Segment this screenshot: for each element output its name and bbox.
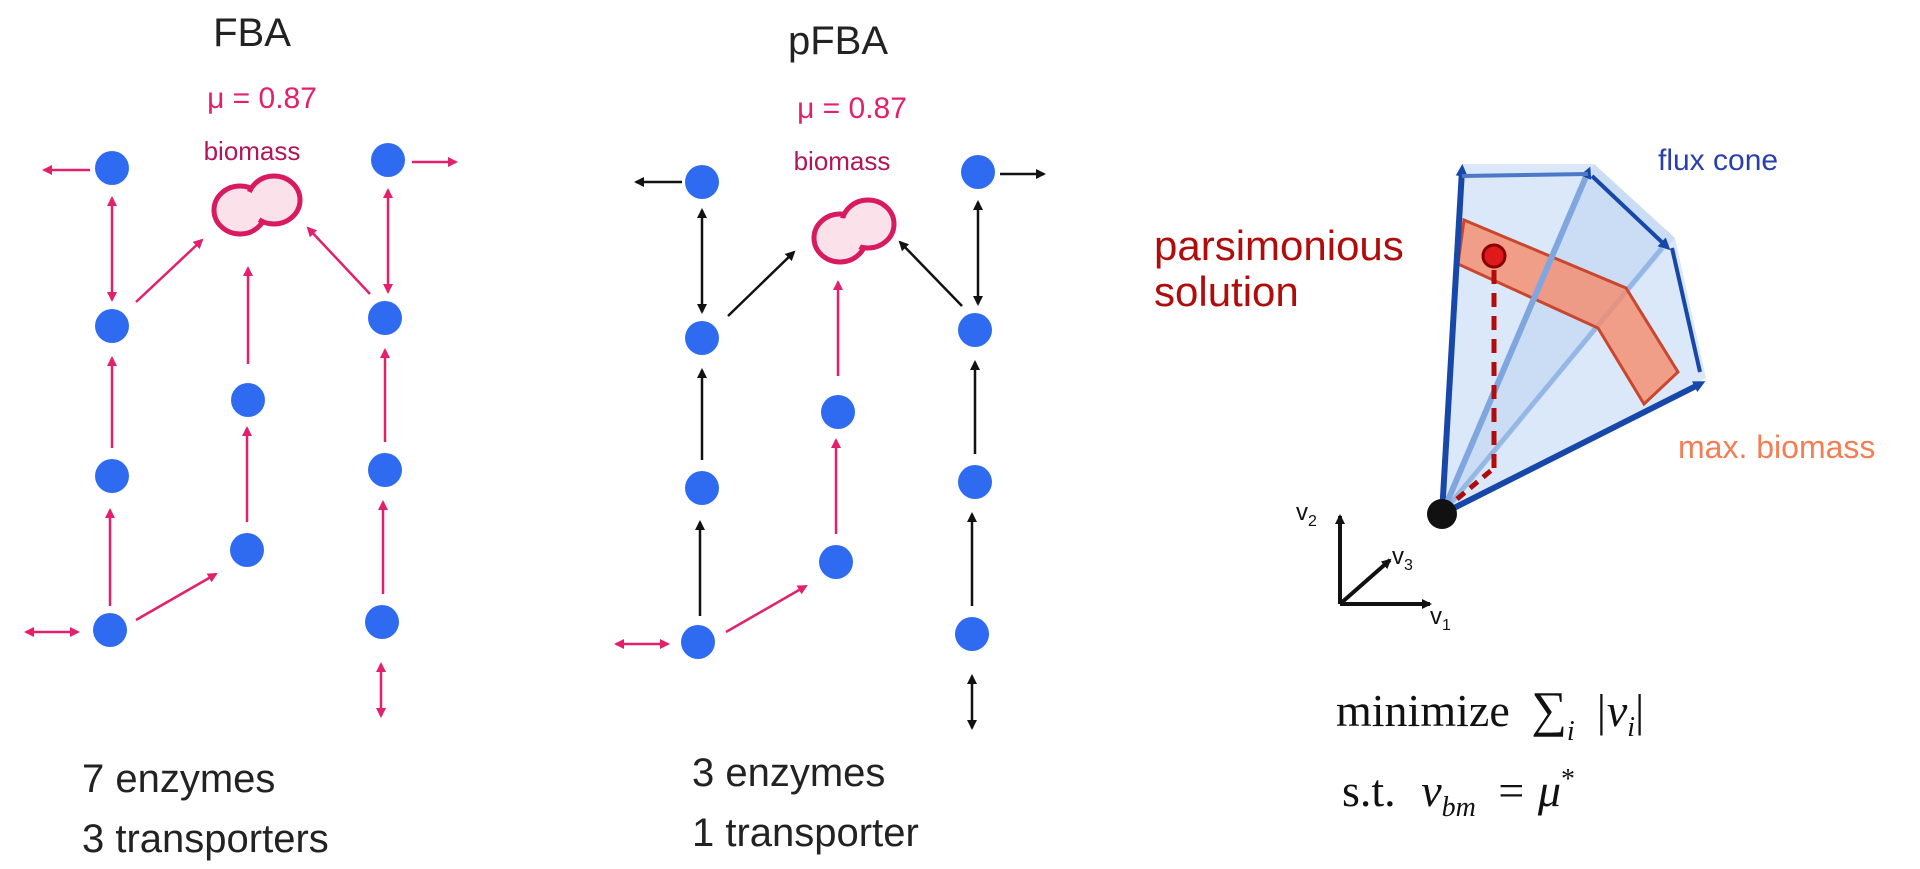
flux-cone-panel: flux cone parsimonious solution max. bio… (1154, 144, 1875, 826)
fba-panel: FBA μ = 0.87 biomass (24, 11, 458, 861)
flux-cone-face-back (1442, 164, 1675, 514)
pfba-to-biomass-right (898, 240, 963, 307)
fba-node-right-top (371, 143, 405, 177)
pfba-inactive-reactions (634, 169, 1046, 730)
flux-cone-label: flux cone (1658, 144, 1778, 177)
fba-growth-rate: μ = 0.87 (207, 82, 317, 115)
equation-line1: minimize ∑i |vi| (1336, 681, 1644, 750)
fba-biomass-label: biomass (204, 136, 301, 166)
fba-node-mid-bottom (230, 533, 264, 567)
pfba-node-mid-bottom (819, 545, 853, 579)
pfba-to-biomass-left (727, 250, 796, 317)
parsimonious-point (1481, 243, 1507, 269)
pfba-left-to-mid (725, 584, 808, 634)
flux-cone-edge-middle (1439, 166, 1592, 516)
axis-v2-label: v2 (1296, 499, 1317, 530)
pfba-title: pFBA (788, 19, 888, 63)
pfba-biomass-label: biomass (794, 146, 891, 176)
axis-gizmo (1335, 514, 1432, 609)
fba-node-left-bottom (93, 613, 127, 647)
fba-to-biomass-left (135, 238, 204, 303)
pfba-enzyme-count: 3 enzymes (692, 751, 885, 795)
pfba-node-mid-top (821, 395, 855, 429)
flux-cone-rim-right-upper (1590, 174, 1671, 251)
pfba-growth-rate: μ = 0.87 (797, 92, 907, 125)
pfba-node-left-bottom (681, 625, 715, 659)
fba-to-biomass-right (306, 226, 371, 295)
pfba-active-reactions (614, 280, 843, 649)
fba-transporter-count: 3 transporters (82, 817, 329, 861)
fba-node-left-2 (95, 309, 129, 343)
max-biomass-label: max. biomass (1678, 429, 1875, 465)
fba-title: FBA (213, 11, 291, 55)
pfba-node-right-bottom (955, 617, 989, 651)
fba-node-right-3 (368, 453, 402, 487)
parsimonious-label-line1: parsimonious (1154, 222, 1404, 269)
fba-left-to-mid (135, 572, 218, 622)
fba-node-right-bottom (365, 605, 399, 639)
fba-node-right-2 (368, 301, 402, 335)
pfba-biomass-node (811, 197, 897, 265)
pfba-node-right-top (961, 155, 995, 189)
origin-point (1427, 499, 1457, 529)
flux-cone-edge-left (1439, 164, 1468, 515)
pfba-node-left-3 (685, 471, 719, 505)
pfba-node-right-2 (958, 313, 992, 347)
pfba-node-right-3 (958, 465, 992, 499)
fba-enzyme-count: 7 enzymes (82, 757, 275, 801)
pfba-node-left-2 (685, 321, 719, 355)
fba-biomass-node (211, 173, 303, 237)
fba-node-left-3 (95, 459, 129, 493)
fba-node-mid-top (231, 383, 265, 417)
flux-cone-rim-right-lower (1670, 247, 1702, 373)
pfba-transporter-count: 1 transporter (692, 811, 919, 855)
pfba-panel: pFBA μ = 0.87 biomass (614, 19, 1046, 855)
parsimonious-projection (1442, 466, 1496, 512)
axis-v3-line (1338, 558, 1392, 606)
fba-reactions (24, 157, 458, 718)
equation-line2: s.t. vbm = μ* (1342, 764, 1575, 826)
pfba-node-left-top (685, 165, 719, 199)
axis-v1-label: v1 (1430, 603, 1451, 634)
flux-cone-rim-top (1461, 172, 1589, 178)
fba-node-left-top (95, 151, 129, 185)
axis-v3-label: v3 (1392, 543, 1413, 574)
parsimonious-label-line2: solution (1154, 268, 1299, 315)
flux-cone-edge-right (1440, 381, 1706, 517)
